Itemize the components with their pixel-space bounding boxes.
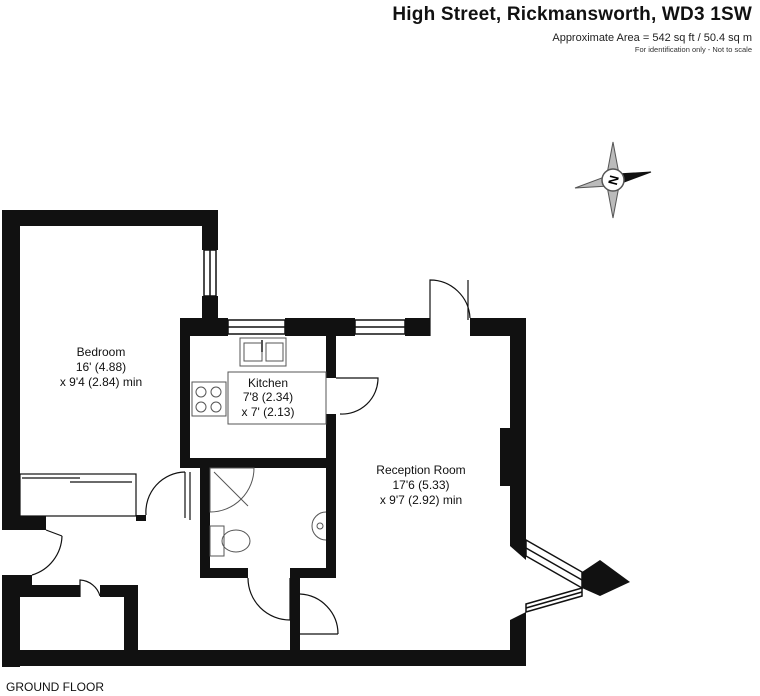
bedroom-dim2: x 9'4 (2.84) min [60, 375, 142, 389]
reception-dim2: x 9'7 (2.92) min [380, 493, 462, 507]
compass-icon: N [574, 141, 652, 219]
bedroom-dim1: 16' (4.88) [76, 360, 126, 374]
bathroom-fixtures [209, 467, 327, 557]
compass-north-label: N [605, 174, 622, 187]
room-kitchen: Kitchen 7'8 (2.34) x 7' (2.13) [242, 376, 295, 419]
kitchen-dim2: x 7' (2.13) [242, 405, 295, 419]
sink-icon [239, 337, 287, 367]
bedroom-name: Bedroom [77, 345, 126, 359]
kitchen-fixtures [191, 337, 327, 425]
room-reception: Reception Room 17'6 (5.33) x 9'7 (2.92) … [376, 463, 465, 507]
room-bedroom: Bedroom 16' (4.88) x 9'4 (2.84) min [60, 345, 142, 389]
hob-icon [191, 381, 227, 417]
walls [2, 210, 630, 667]
floor-label: GROUND FLOOR [6, 680, 105, 694]
reception-name: Reception Room [376, 463, 465, 477]
property-title: High Street, Rickmansworth, WD3 1SW [392, 4, 752, 25]
kitchen-dim1: 7'8 (2.34) [243, 390, 293, 404]
identification-note: For identification only - Not to scale [634, 45, 752, 54]
basin-icon [311, 511, 327, 541]
windows [203, 249, 583, 613]
kitchen-name: Kitchen [248, 376, 288, 390]
reception-dim1: 17'6 (5.33) [393, 478, 450, 492]
approximate-area: Approximate Area = 542 sq ft / 50.4 sq m [552, 32, 752, 44]
wardrobe [19, 473, 137, 517]
doors [31, 279, 471, 635]
toilet-icon [209, 525, 225, 557]
header: High Street, Rickmansworth, WD3 1SW Appr… [392, 4, 752, 54]
